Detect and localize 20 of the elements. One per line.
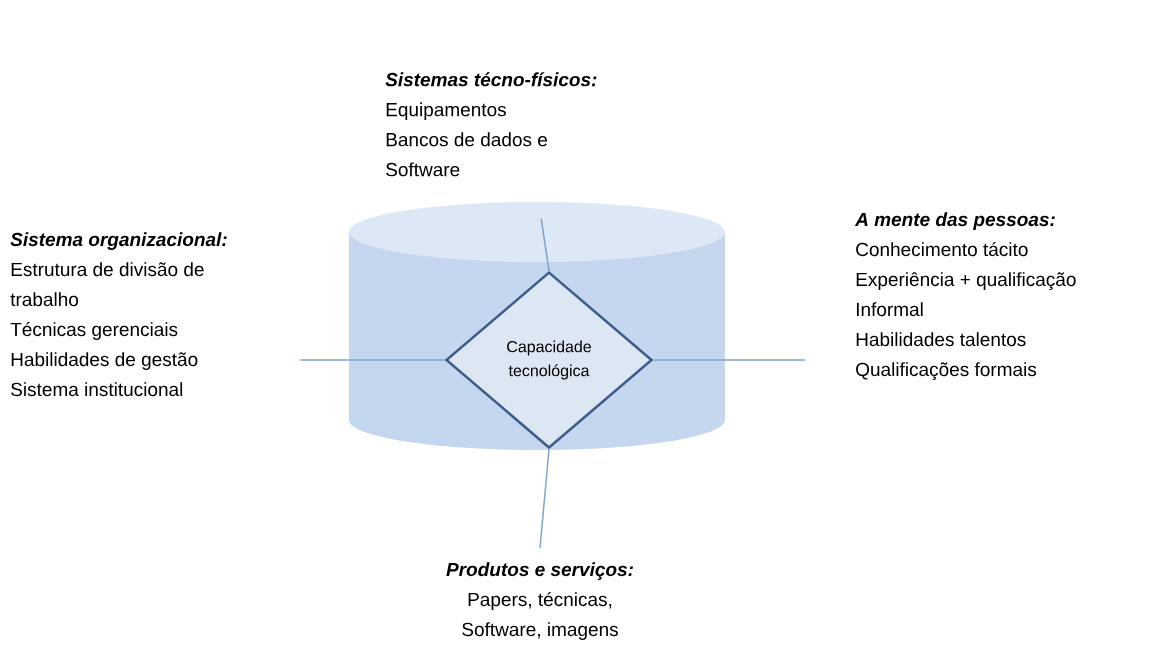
list-item: Sistema institucional xyxy=(11,382,183,397)
connector-line xyxy=(540,217,550,272)
list-item: Técnicas gerenciais xyxy=(10,322,178,340)
list-item: Experiência + qualificação xyxy=(856,272,1076,290)
list-item: Conhecimento tácito xyxy=(856,242,1028,257)
connector-line xyxy=(652,359,806,361)
list-item: Informal xyxy=(856,302,923,317)
heading: Sistema organizacional: xyxy=(10,232,227,250)
connector-line xyxy=(299,359,446,361)
list-item: Equipamentos xyxy=(386,102,506,121)
list-item: Bancos de dados e Software xyxy=(386,132,547,177)
heading: Sistemas técno-físicos: xyxy=(385,72,597,87)
list-item: Habilidades talentos xyxy=(856,332,1026,347)
list-item: Qualificações formais xyxy=(856,362,1037,380)
list-item: Habilidades de gestão xyxy=(11,352,198,370)
heading: Produtos e serviços: xyxy=(446,562,633,580)
connector-line xyxy=(539,448,550,549)
heading: A mente das pessoas: xyxy=(854,212,1055,230)
list-item: Papers, técnicas, Software, imagens xyxy=(462,592,618,640)
list-item: Estrutura de divisão de trabalho xyxy=(10,262,204,307)
